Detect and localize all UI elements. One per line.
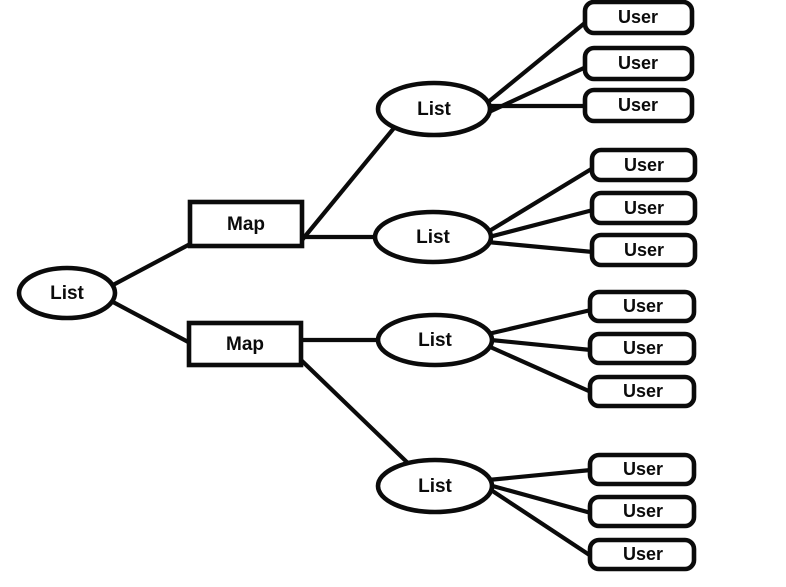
user-1-1-label: User — [618, 7, 658, 27]
node-user-4-1[interactable]: User — [587, 452, 697, 487]
edge-map-top-to-list-1 — [300, 126, 396, 242]
user-3-2-label: User — [623, 338, 663, 358]
user-4-3-rect[interactable] — [587, 537, 697, 572]
user-3-1-rect[interactable] — [587, 289, 697, 324]
node-list-2[interactable]: List — [372, 209, 494, 265]
node-user-4-2[interactable]: User — [587, 494, 697, 529]
edge-list-2-to-user-2-1 — [484, 166, 595, 235]
node-user-1-2[interactable]: User — [582, 45, 695, 82]
node-user-1-3[interactable]: User — [582, 87, 695, 124]
map-bottom-label: Map — [226, 334, 264, 355]
list-4-ellipse[interactable] — [375, 457, 495, 515]
user-1-1-rect[interactable] — [582, 0, 695, 36]
node-map-bottom[interactable]: Map — [186, 320, 304, 368]
user-2-2-rect[interactable] — [589, 190, 698, 226]
user-3-2-rect[interactable] — [587, 331, 697, 366]
user-1-3-rect[interactable] — [582, 87, 695, 124]
user-2-3-label: User — [624, 240, 664, 260]
node-map-top[interactable]: Map — [187, 199, 305, 249]
edge-map-bottom-to-list-4 — [299, 358, 415, 470]
node-root-list[interactable]: List — [16, 265, 118, 321]
map-top-rect[interactable] — [187, 199, 305, 249]
user-4-1-rect[interactable] — [587, 452, 697, 487]
list-1-label: List — [417, 99, 451, 120]
node-list-3[interactable]: List — [375, 312, 495, 368]
node-list-1[interactable]: List — [375, 80, 493, 138]
user-2-1-rect[interactable] — [589, 147, 698, 183]
user-2-3-rect[interactable] — [589, 232, 698, 268]
user-3-3-label: User — [623, 381, 663, 401]
node-user-3-2[interactable]: User — [587, 331, 697, 366]
edge-list-3-to-user-3-3 — [487, 344, 592, 394]
list-4-label: List — [418, 476, 452, 497]
edge-list-4-to-user-4-2 — [488, 482, 592, 516]
node-user-4-3[interactable]: User — [587, 537, 697, 572]
list-2-ellipse[interactable] — [372, 209, 494, 265]
node-user-2-3[interactable]: User — [589, 232, 698, 268]
user-1-2-rect[interactable] — [582, 45, 695, 82]
list-2-label: List — [416, 227, 450, 248]
user-4-2-rect[interactable] — [587, 494, 697, 529]
map-top-label: Map — [227, 214, 265, 235]
user-3-3-rect[interactable] — [587, 374, 697, 409]
edge-list-4-to-user-4-1 — [487, 467, 592, 483]
edge-list-2-to-user-2-2 — [488, 207, 594, 240]
node-user-2-1[interactable]: User — [589, 147, 698, 183]
root-list-ellipse[interactable] — [16, 265, 118, 321]
node-user-1-1[interactable]: User — [582, 0, 695, 36]
user-4-1-label: User — [623, 459, 663, 479]
edge-list-2-to-user-2-3 — [486, 239, 594, 255]
user-1-3-label: User — [618, 95, 658, 115]
root-list-label: List — [50, 283, 84, 304]
node-list-4[interactable]: List — [375, 457, 495, 515]
edge-root-to-map-bottom — [112, 300, 193, 346]
user-2-2-label: User — [624, 198, 664, 218]
node-group: List Map Map List List List — [16, 0, 698, 572]
user-2-1-label: User — [624, 155, 664, 175]
list-1-ellipse[interactable] — [375, 80, 493, 138]
map-bottom-rect[interactable] — [186, 320, 304, 368]
user-3-1-label: User — [623, 296, 663, 316]
node-user-3-1[interactable]: User — [587, 289, 697, 324]
edge-root-to-map-top — [112, 241, 193, 287]
node-user-3-3[interactable]: User — [587, 374, 697, 409]
user-4-3-label: User — [623, 544, 663, 564]
edge-list-4-to-user-4-3 — [486, 486, 593, 558]
edge-group — [112, 20, 595, 558]
edge-list-1-to-user-1-1 — [485, 20, 588, 105]
edge-list-3-to-user-3-2 — [490, 337, 592, 353]
list-3-label: List — [418, 330, 452, 351]
user-4-2-label: User — [623, 501, 663, 521]
edge-list-3-to-user-3-1 — [487, 307, 592, 337]
list-3-ellipse[interactable] — [375, 312, 495, 368]
node-user-2-2[interactable]: User — [589, 190, 698, 226]
user-1-2-label: User — [618, 53, 658, 73]
